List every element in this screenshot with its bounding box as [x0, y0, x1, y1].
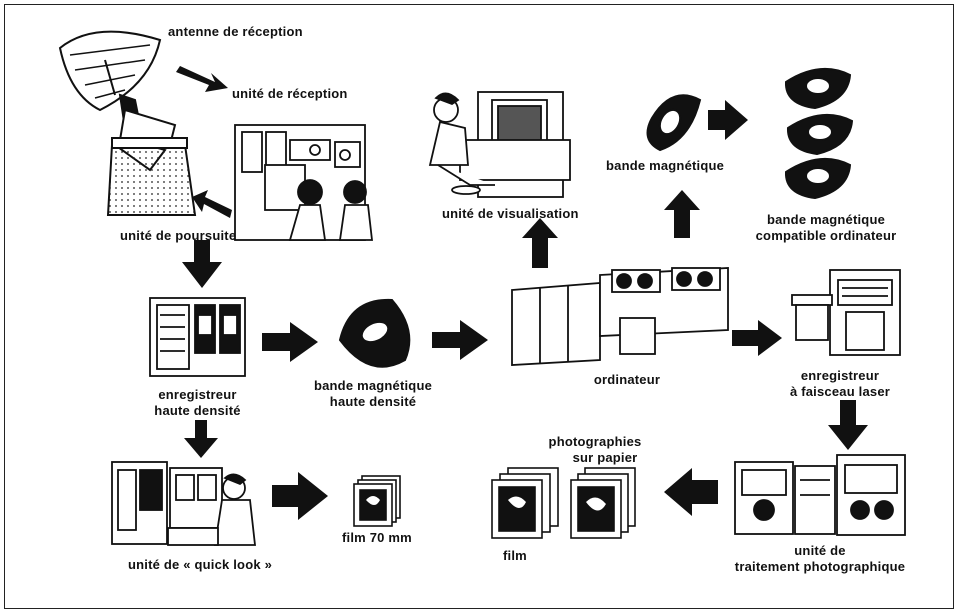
processing-to-photos-arrow — [664, 468, 718, 516]
label-antenna: antenne de réception — [168, 24, 303, 39]
tape-to-compatible-arrow — [708, 100, 748, 140]
film70-illustration — [353, 475, 401, 527]
hd-tape-to-computer-arrow — [432, 320, 488, 360]
hd-tape-illustration — [338, 298, 411, 368]
label-processing-1: unité de — [794, 543, 846, 558]
reception-unit-illustration — [234, 124, 374, 241]
tracking-arrow — [192, 190, 232, 218]
label-hd-recorder-2: haute densité — [154, 403, 241, 418]
label-photos-1: photographies — [548, 434, 642, 449]
label-film: film — [503, 548, 527, 563]
computer-illustration — [511, 267, 729, 366]
antenna-illustration — [58, 30, 197, 216]
paper-photos-illustration — [570, 467, 636, 539]
label-hd-recorder-1: enregistreur — [158, 387, 237, 402]
film-illustration — [491, 467, 559, 539]
recorder-to-hd-tape-arrow — [262, 322, 318, 362]
computer-to-laser-arrow — [732, 320, 782, 356]
processing-unit-illustration — [734, 454, 906, 536]
label-compatible-tape-2: compatible ordinateur — [755, 228, 897, 243]
computer-to-visualisation-arrow — [522, 218, 558, 268]
visualisation-unit-illustration — [428, 91, 571, 198]
label-computer: ordinateur — [593, 372, 661, 387]
computer-to-tape-arrow — [664, 190, 700, 238]
compatible-tapes-illustration — [784, 67, 854, 200]
label-compatible-tape-1: bande magnétique — [766, 212, 886, 227]
label-laser-recorder-2: à faisceau laser — [789, 384, 891, 399]
label-magnetic-tape: bande magnétique — [606, 158, 725, 173]
label-processing-2: traitement photographique — [734, 559, 906, 574]
label-tracking-unit: unité de poursuite — [120, 228, 237, 243]
diagram-frame — [4, 4, 954, 609]
label-laser-recorder-1: enregistreur — [800, 368, 880, 383]
magnetic-tape-illustration — [646, 94, 702, 152]
label-hd-tape-2: haute densité — [329, 394, 417, 409]
quicklook-to-film-arrow — [272, 472, 328, 520]
laser-to-processing-arrow — [828, 400, 868, 450]
quicklook-unit-illustration — [111, 461, 257, 546]
reception-to-recorder-arrow — [182, 240, 222, 288]
hd-recorder-illustration — [149, 297, 246, 377]
label-visualisation-unit: unité de visualisation — [442, 206, 579, 221]
label-hd-tape-1: bande magnétique — [313, 378, 433, 393]
label-reception-unit: unité de réception — [232, 86, 348, 101]
recorder-to-quicklook-arrow — [184, 420, 218, 458]
laser-recorder-illustration — [791, 269, 901, 356]
label-quicklook-unit: unité de « quick look » — [127, 557, 273, 572]
label-film70: film 70 mm — [342, 530, 412, 545]
label-photos-2: sur papier — [572, 450, 638, 465]
antenna-to-reception-arrow — [176, 66, 228, 92]
